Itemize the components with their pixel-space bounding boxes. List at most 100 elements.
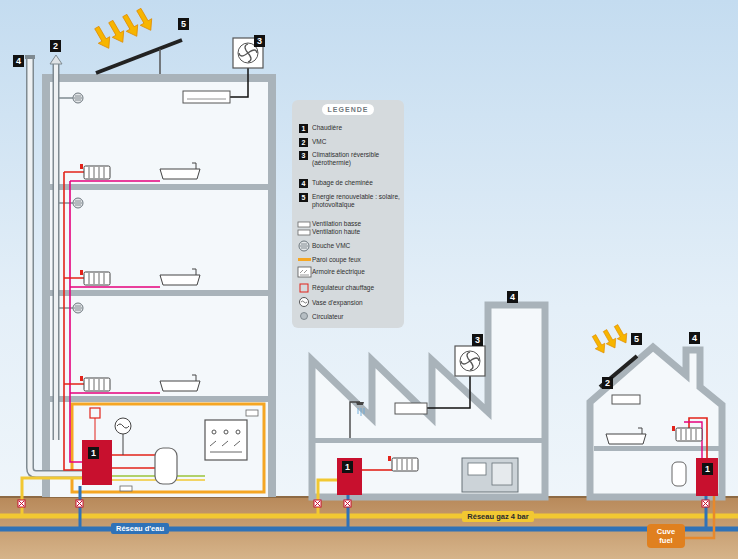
apartment-building <box>42 74 276 497</box>
chimney-flue <box>25 55 82 474</box>
node-text: Cuve fuel <box>650 527 682 545</box>
node-text: Réseau gaz 4 bar <box>467 511 528 522</box>
networks-part <box>22 478 82 514</box>
networks-part <box>18 500 25 507</box>
boiler-room-part <box>120 486 132 491</box>
factory-building-part <box>468 463 486 475</box>
rooftop-equipment <box>91 6 263 103</box>
rooftop-equipment-part <box>187 99 226 100</box>
factory-building-part <box>492 463 512 485</box>
apartment-building-part <box>50 396 268 402</box>
legend-text: Bouche VMC <box>312 242 400 250</box>
house-part <box>611 323 631 346</box>
apartment-building-part <box>72 404 264 492</box>
heating-pipes <box>64 163 200 470</box>
house-part <box>696 458 718 496</box>
networks-part <box>702 500 709 507</box>
networks-part <box>344 500 351 507</box>
networks-part <box>314 500 321 507</box>
callout-number: 1 <box>88 447 99 459</box>
rooftop-equipment-part <box>91 24 114 51</box>
house-part <box>590 347 722 497</box>
networks-part <box>318 480 337 514</box>
factory-building-part <box>312 438 545 443</box>
networks-part <box>76 500 83 507</box>
house-part <box>606 428 646 444</box>
callout-number: 5 <box>299 193 308 202</box>
legend-art <box>292 100 404 328</box>
legend-entry: Armoire électrique <box>312 268 400 276</box>
vmc-duct-part <box>59 98 73 308</box>
heating-pipes-part <box>80 270 110 285</box>
networks-part <box>0 514 738 519</box>
legend-art-part <box>298 267 311 277</box>
legend-entry: Circulateur <box>312 313 400 321</box>
networks-part <box>685 496 714 538</box>
factory-building-part <box>388 456 418 471</box>
callout-number: 1 <box>342 461 353 473</box>
legend-entry: VMC <box>312 138 400 146</box>
boiler-room-part <box>210 441 242 452</box>
factory-building <box>312 305 545 497</box>
callout-number: 2 <box>602 377 613 389</box>
legend-art-part <box>301 301 307 303</box>
networks <box>0 478 738 538</box>
heating-pipes-part <box>80 164 110 179</box>
legend-entry: Bouche VMC <box>312 242 400 250</box>
factory-building-part <box>462 458 518 492</box>
legend-entry: Climatisation réversible (aérothermie) <box>312 151 400 167</box>
legend-art-part <box>301 313 308 320</box>
boiler-room-part <box>205 420 247 460</box>
factory-building-part <box>395 403 427 414</box>
callout-number: 3 <box>254 35 265 47</box>
heating-pipes-part <box>70 181 82 462</box>
rooftop-equipment-part <box>119 12 142 39</box>
legend-art-part <box>298 258 311 261</box>
vmc-duct-part <box>53 64 60 440</box>
house-part <box>672 462 686 486</box>
legend-art-part <box>299 241 309 251</box>
legend-text: Tubage de cheminée <box>312 179 400 187</box>
node-text: Réseau d'eau <box>116 523 164 534</box>
legend-art-part <box>298 230 310 235</box>
callout-number: 3 <box>472 334 483 346</box>
legend-entry: Régulateur chauffage <box>312 284 400 292</box>
boiler-room-part <box>115 418 131 434</box>
legend-text: Climatisation réversible (aérothermie) <box>312 151 400 167</box>
factory-building-part <box>337 458 362 495</box>
legend-art-part <box>300 284 308 292</box>
callout-number: 1 <box>702 463 713 475</box>
house-part <box>594 446 720 451</box>
callout-number: 3 <box>299 151 308 160</box>
heating-pipes-part <box>160 163 200 179</box>
boiler-room-part <box>95 418 96 440</box>
legend-text: Paroi coupe feux <box>312 256 400 264</box>
boiler-room-part <box>236 430 240 434</box>
apartment-building-part <box>50 184 268 190</box>
rooftop-equipment-part <box>133 6 156 33</box>
legend-entry: Tubage de cheminée <box>312 179 400 187</box>
boiler-room-part <box>212 430 216 434</box>
legend-entry: Ventilation basse Ventilation haute <box>312 220 374 236</box>
chimney-flue-part <box>25 55 35 59</box>
heating-pipes-part <box>70 181 160 393</box>
factory-building-part <box>362 469 392 471</box>
callout-number: 4 <box>299 179 308 188</box>
callout-number: 4 <box>689 332 700 344</box>
heating-pipes-part <box>160 269 200 285</box>
factory-building-part <box>455 346 485 376</box>
vmc-duct-part <box>73 93 83 103</box>
house <box>589 323 722 497</box>
house-part <box>612 395 640 404</box>
legend-art-part <box>300 270 309 275</box>
callout-number: 2 <box>299 138 308 147</box>
vmc-duct-part <box>73 303 83 313</box>
vmc-duct-part <box>54 64 58 440</box>
node-text: LEGENDE <box>292 104 404 115</box>
apartment-building-part <box>42 74 276 497</box>
vmc-duct <box>50 55 83 440</box>
legend-entry: Energie renouvelable : solaire, photovol… <box>312 193 400 209</box>
boiler-room <box>82 408 258 491</box>
